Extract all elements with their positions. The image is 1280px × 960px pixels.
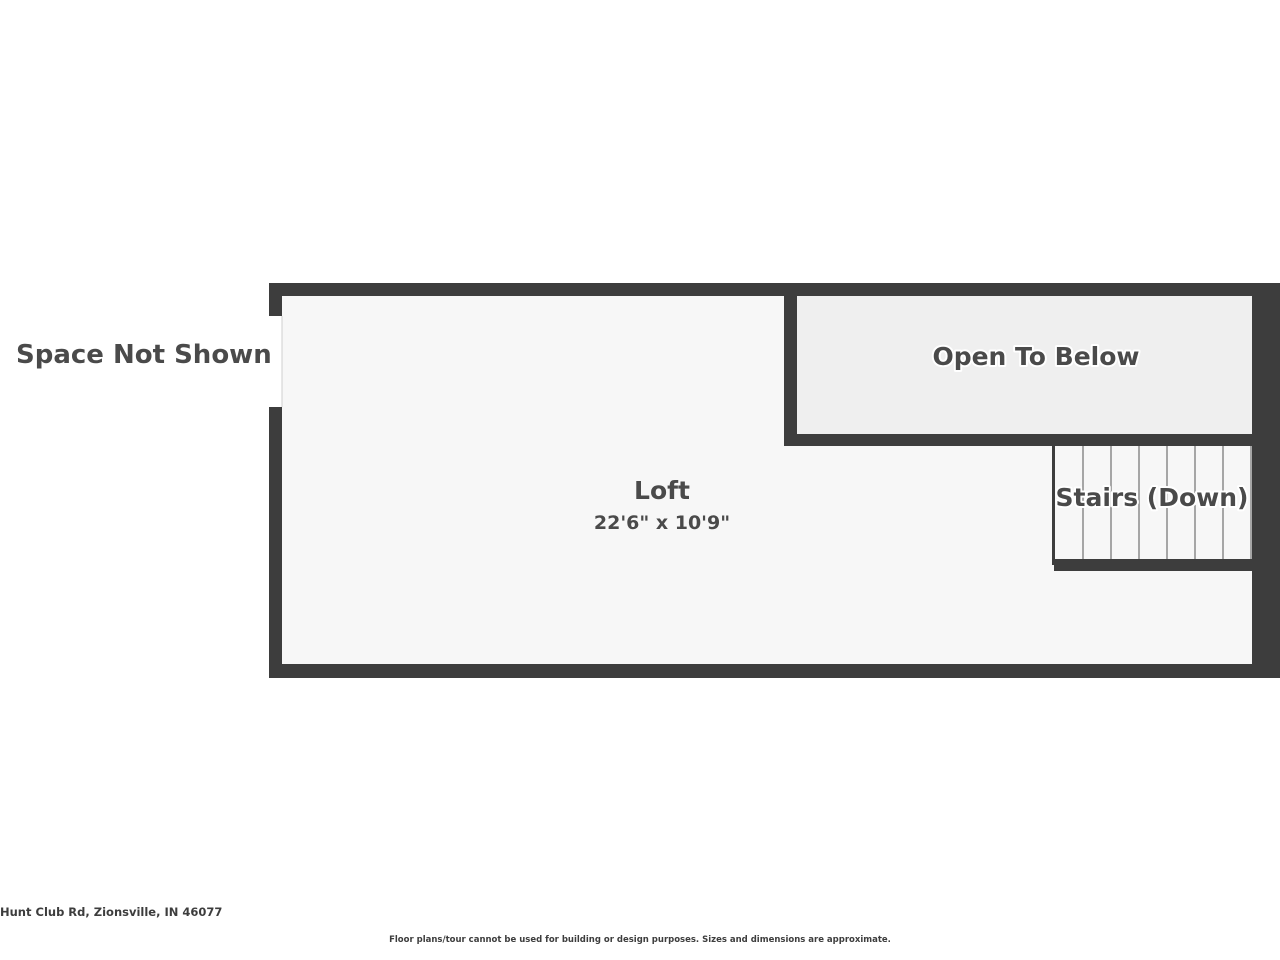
loft-name: Loft xyxy=(634,476,690,505)
property-address: Hunt Club Rd, Zionsville, IN 46077 xyxy=(0,905,223,919)
open-to-below-area xyxy=(797,296,1252,434)
loft-dimensions: 22'6" x 10'9" xyxy=(594,512,730,534)
floor-plan-disclaimer: Floor plans/tour cannot be used for buil… xyxy=(389,935,891,945)
stairs-label: Stairs (Down) xyxy=(1056,483,1249,512)
left-wall-opening xyxy=(269,316,282,407)
stairs-bottom-wall xyxy=(1054,559,1280,571)
open-to-below-label: Open To Below xyxy=(932,342,1139,371)
stairs-area xyxy=(1055,446,1252,559)
space-not-shown-label: Space Not Shown xyxy=(16,340,272,370)
stairs-left-wall xyxy=(1052,446,1055,565)
stair-treads xyxy=(1082,446,1252,559)
